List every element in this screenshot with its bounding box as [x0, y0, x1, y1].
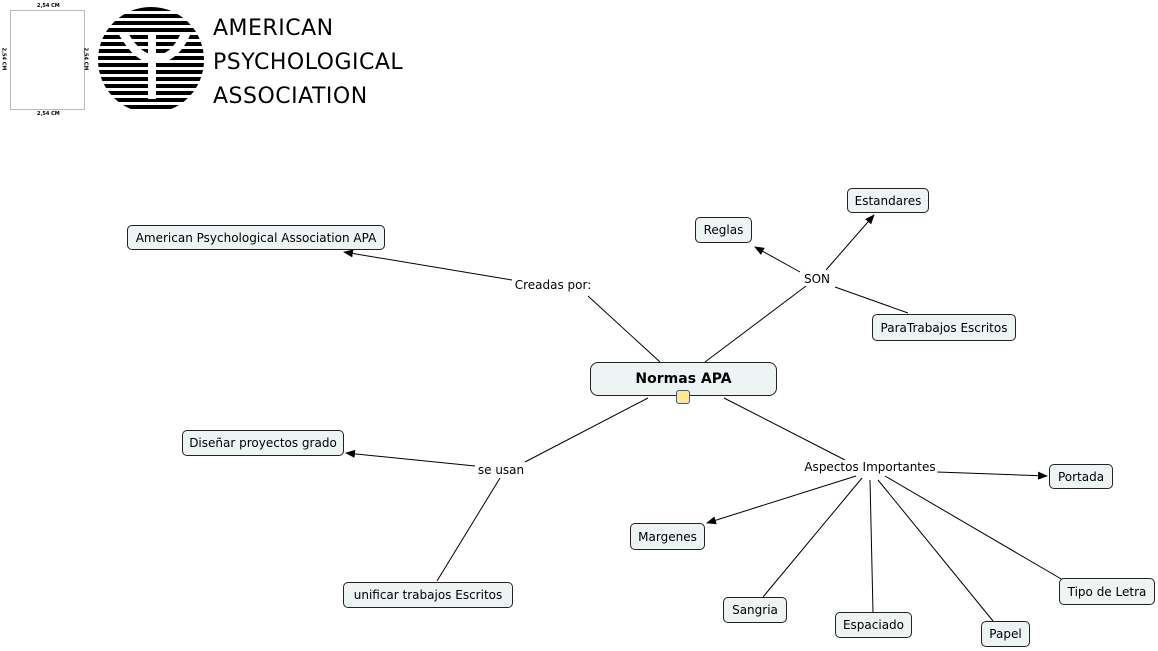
link-label-creadas-por[interactable]: Creadas por: [512, 278, 594, 292]
link-label-se-usan[interactable]: se usan [475, 463, 527, 477]
link-label-aspectos-importantes[interactable]: Aspectos Importantes [802, 460, 938, 474]
page-margin-diagram [10, 10, 85, 110]
margin-top-label: 2,54 CM [37, 3, 60, 9]
concept-portada[interactable]: Portada [1049, 464, 1113, 489]
concept-disenar-proyectos[interactable]: Diseñar proyectos grado [182, 430, 344, 456]
concept-unificar-trabajos[interactable]: unificar trabajos Escritos [343, 582, 513, 608]
concept-papel[interactable]: Papel [981, 621, 1030, 647]
concept-sangria[interactable]: Sangria [723, 597, 787, 623]
apa-logo-text: AMERICAN PSYCHOLOGICAL ASSOCIATION [213, 16, 404, 109]
concept-tipo-de-letra[interactable]: Tipo de Letra [1059, 578, 1155, 605]
concept-para-trabajos-escritos[interactable]: ParaTrabajos Escritos [872, 314, 1016, 341]
concept-estandares[interactable]: Estandares [847, 188, 929, 213]
apa-logo-icon [98, 7, 204, 113]
concept-reglas[interactable]: Reglas [695, 217, 752, 243]
concept-margenes[interactable]: Margenes [630, 523, 705, 550]
link-label-son[interactable]: SON [801, 272, 833, 286]
concept-apa[interactable]: American Psychological Association APA [127, 225, 385, 250]
concept-espaciado[interactable]: Espaciado [835, 612, 912, 638]
resource-document-icon[interactable] [676, 390, 690, 404]
margin-bottom-label: 2,54 CM [37, 111, 60, 117]
